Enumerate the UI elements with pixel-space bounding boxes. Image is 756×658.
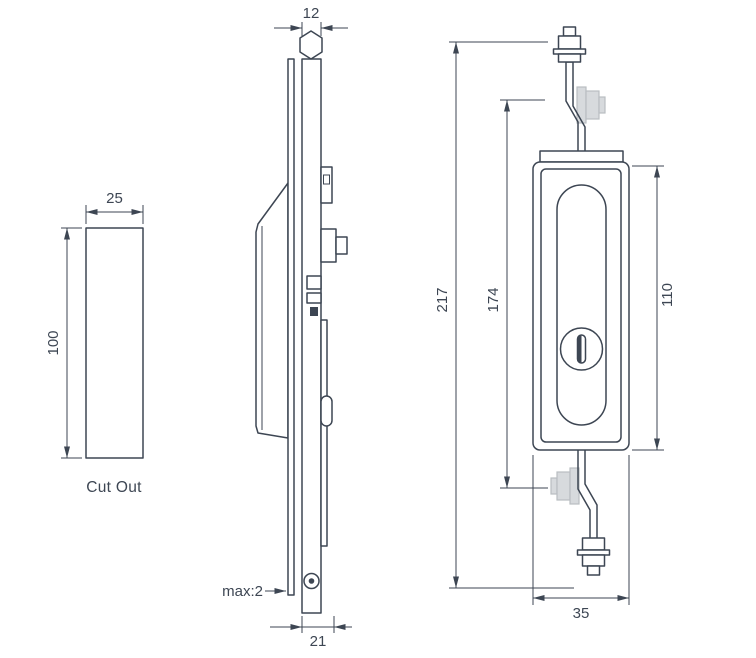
mount-nut-tab [335, 236, 348, 255]
bottom-rod-edge [577, 449, 591, 539]
cam-pin [310, 307, 318, 316]
panel-thickness-callout: max:2 [222, 583, 286, 600]
hex-head-profile [299, 30, 323, 60]
ghost-bolt-bar [569, 467, 580, 505]
ghost-bolt-nut [556, 471, 571, 501]
ghost-bolt-tip [598, 96, 606, 114]
bolt-nut [581, 554, 606, 567]
clip-upper-slot [323, 174, 330, 185]
front-view: 217 174 110 35 [434, 26, 676, 622]
pivot-hole [303, 572, 320, 590]
side-view: 12 max:2 21 [222, 5, 352, 650]
top-cap-plate [539, 150, 624, 163]
cutout-view: 25 100 Cut Out [45, 190, 144, 496]
dim-bottom-width: 35 [532, 455, 630, 622]
key-slot-shadow [577, 335, 582, 363]
dim-side-bottom-width: 21 [270, 616, 352, 650]
bolt-nut [581, 537, 606, 551]
panel-edge [287, 58, 295, 596]
dim-overall-height: 217 [434, 41, 574, 589]
lock-body-profile [301, 58, 322, 614]
ghost-bolt-nut [585, 90, 600, 120]
dim-side-top-width: 12 [274, 5, 348, 36]
dim-label-overall-height: 217 [434, 287, 451, 312]
ghost-bolt-bar [576, 86, 587, 124]
swing-handle [556, 184, 607, 426]
dim-label-side-bottom-width: 21 [310, 633, 327, 650]
top-bolt-assembly [552, 26, 587, 63]
dim-label-rod-span: 174 [485, 287, 502, 312]
ghost-bolt-tip [550, 477, 558, 495]
cutout-rect [85, 227, 144, 459]
dim-label-panel-thickness: max:2 [222, 583, 263, 600]
bottom-bolt-assembly [576, 537, 611, 576]
top-rod-edge [572, 61, 586, 153]
dim-cutout-height: 100 [45, 227, 82, 459]
clip-upper [320, 166, 333, 204]
dim-label-side-top-width: 12 [303, 5, 320, 22]
handle-housing-profile [255, 182, 289, 439]
dim-body-height: 110 [632, 165, 676, 451]
dim-rod-span: 174 [485, 99, 548, 489]
lock-body-inner [540, 168, 622, 443]
top-rod-edge [565, 61, 579, 153]
ghost-bolt-bottom [550, 467, 580, 505]
cutout-caption: Cut Out [86, 479, 142, 496]
dim-label-cutout-height: 100 [45, 330, 62, 355]
bolt-tip [562, 26, 577, 37]
bolt-tip [586, 565, 601, 576]
bolt-nut [557, 53, 582, 63]
actuator-rod [320, 319, 328, 547]
bottom-rod-edge [584, 449, 598, 539]
dim-label-bottom-width: 35 [573, 605, 590, 622]
dim-cutout-width: 25 [85, 190, 144, 224]
dim-label-body-height: 110 [659, 283, 676, 307]
cam-block-upper [306, 275, 322, 290]
mount-nut [320, 228, 337, 263]
cam-block-lower [306, 292, 322, 304]
bolt-nut [557, 35, 582, 50]
roller-bump [320, 395, 333, 427]
pivot-center [308, 578, 315, 584]
ghost-bolt-top [576, 86, 606, 124]
dim-label-cutout-width: 25 [106, 190, 123, 207]
